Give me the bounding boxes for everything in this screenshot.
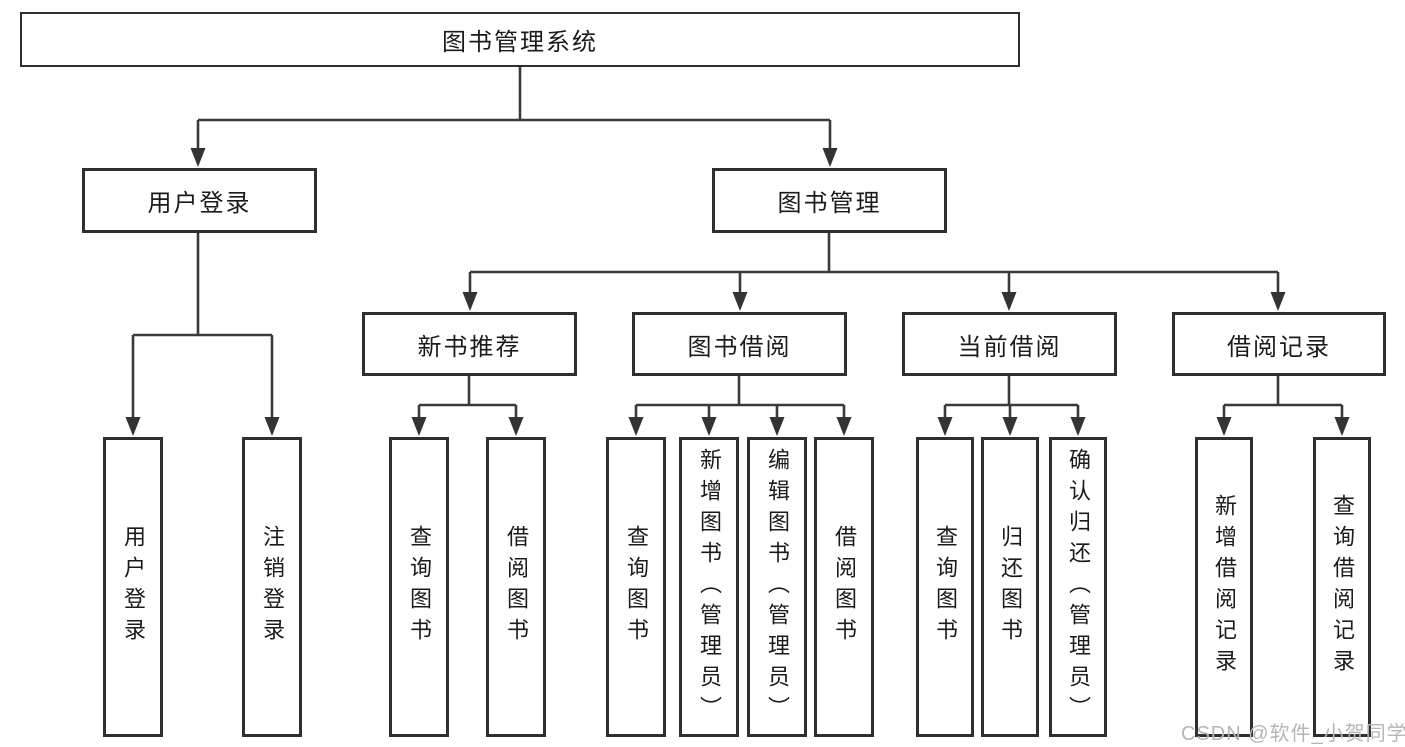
node-new-book-recommendation: 新书推荐 [362,312,577,376]
connector-records-to-leaves [1222,376,1344,433]
leaf-newbooks-query-books: 查询图书 [389,437,449,737]
leaf-borrow-add-books-admin: 新增图书（管理员） [679,437,739,737]
leaf-user-login: 用户登录 [103,437,163,737]
connector-bookmgmt-to-level3 [468,232,1280,308]
watermark-text: CSDN @软件_小贺同学 [1181,723,1405,745]
node-user-login: 用户登录 [82,168,317,233]
connector-bookborrow-to-leaves [634,376,846,433]
connector-userlogin-to-leaves [131,232,274,433]
leaf-current-return-books: 归还图书 [981,437,1039,737]
leaf-records-query-borrow-record: 查询借阅记录 [1313,437,1371,737]
leaf-logout: 注销登录 [242,437,302,737]
connector-newbooks-to-leaves [417,376,518,433]
leaf-borrow-borrow-books: 借阅图书 [814,437,874,737]
leaf-newbooks-borrow-books: 借阅图书 [486,437,546,737]
node-book-borrowing: 图书借阅 [632,312,847,376]
node-book-management: 图书管理 [712,168,947,233]
node-current-borrowing: 当前借阅 [902,312,1117,376]
leaf-current-query-books: 查询图书 [916,437,974,737]
node-library-system: 图书管理系统 [20,12,1020,67]
leaf-current-confirm-return-admin: 确认归还（管理员） [1049,437,1107,737]
node-borrowing-records: 借阅记录 [1172,312,1386,376]
leaf-records-add-borrow-record: 新增借阅记录 [1195,437,1253,737]
connector-root-to-level2 [196,66,832,164]
leaf-borrow-edit-books-admin: 编辑图书（管理员） [747,437,807,737]
leaf-borrow-query-books: 查询图书 [606,437,666,737]
